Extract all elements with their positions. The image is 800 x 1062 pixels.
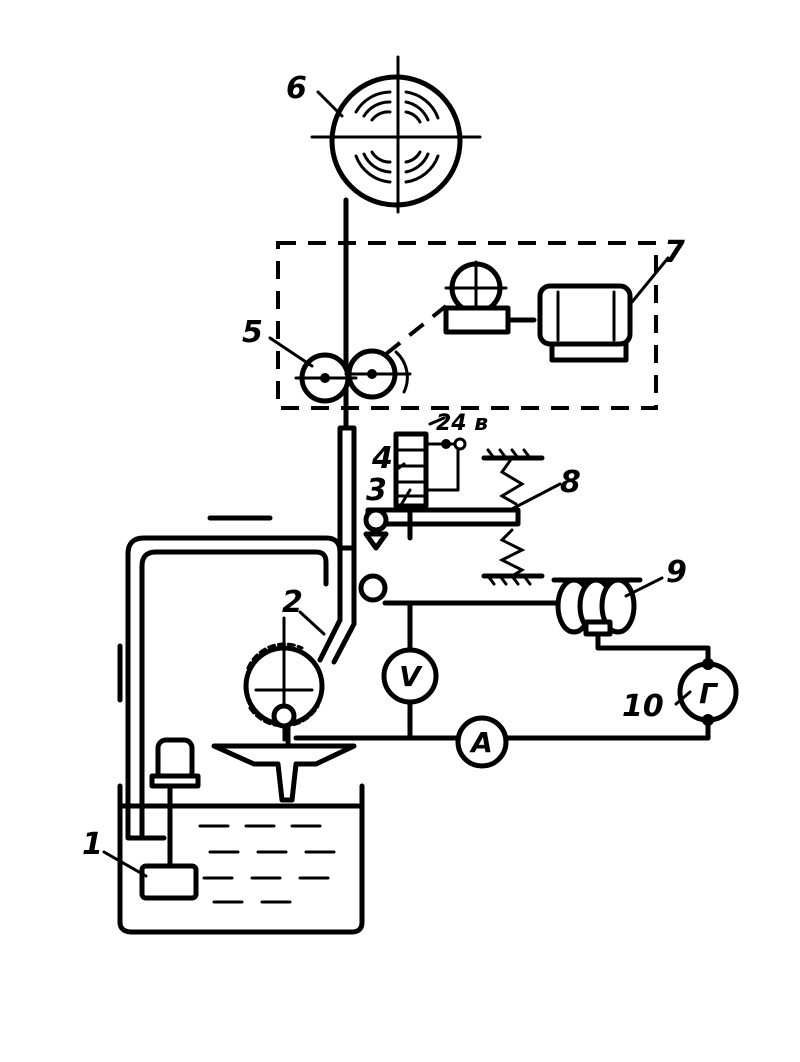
gear-reducer xyxy=(443,260,537,335)
generator-symbol: Г xyxy=(699,677,719,710)
feed-rollers xyxy=(294,348,412,404)
lever-arm xyxy=(363,503,521,551)
resistor-bank xyxy=(555,577,637,637)
drive-link xyxy=(384,304,448,356)
coolant-pump xyxy=(139,737,201,901)
guide-tube xyxy=(317,425,357,665)
contact-roller xyxy=(358,573,388,603)
return-spring xyxy=(481,448,545,586)
label-9: 9 xyxy=(666,555,687,590)
label-3: 3 xyxy=(366,473,387,508)
label-voltage: 24 в xyxy=(436,411,488,436)
label-1: 1 xyxy=(82,827,103,862)
ammeter: A xyxy=(455,715,509,769)
generator: Г xyxy=(677,658,739,726)
voltmeter: V xyxy=(381,647,439,705)
label-6: 6 xyxy=(286,71,307,106)
label-2: 2 xyxy=(282,585,303,620)
wire-reel xyxy=(310,55,482,214)
label-10: 10 xyxy=(622,689,664,724)
workpiece-roller xyxy=(243,616,325,742)
label-4: 4 xyxy=(371,441,393,476)
label-8: 8 xyxy=(560,465,581,500)
coolant-tank xyxy=(117,783,365,935)
feed-mechanism-enclosure xyxy=(276,241,658,410)
coolant-pipe xyxy=(117,515,343,841)
ammeter-symbol: A xyxy=(469,726,493,759)
feed-motor xyxy=(537,283,633,363)
label-7: 7 xyxy=(664,235,685,270)
voltmeter-symbol: V xyxy=(399,660,423,693)
label-5: 5 xyxy=(242,315,263,350)
leader-lines xyxy=(102,90,692,878)
work-table xyxy=(211,725,357,803)
solenoid-coil xyxy=(393,431,467,509)
